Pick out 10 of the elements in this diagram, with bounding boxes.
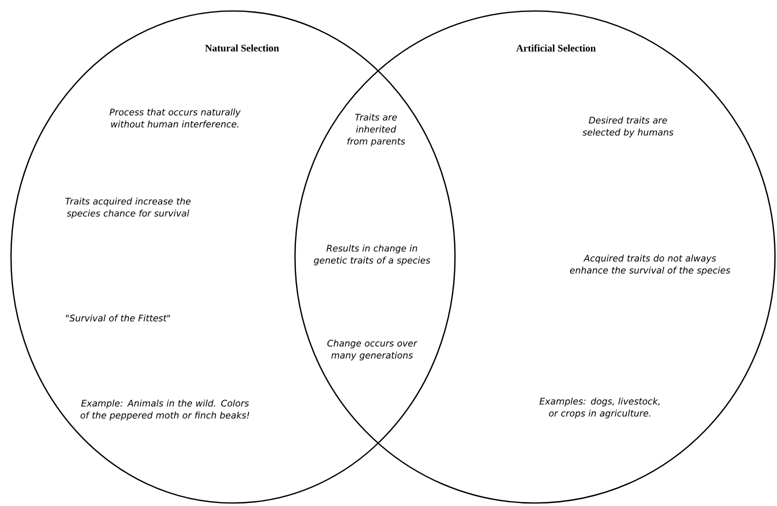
venn-text: "Survival of the Fittest" xyxy=(66,314,170,322)
venn-text: Traits acquired increase the species chance for survival xyxy=(65,198,191,218)
venn-text: Desired traits are selected by humans xyxy=(582,116,674,138)
venn-text: Examples: dogs, livestock, or crops in agriculture. xyxy=(540,398,660,418)
venn-text: Traits are inherited from parents xyxy=(347,114,406,146)
venn-text: Example: Animals in the wild. Colors of the peppered moth or finch beaks! xyxy=(80,400,250,420)
venn-text: Results in change in genetic traits of a species xyxy=(314,244,430,266)
venn-text: Process that occurs naturally without human interference. xyxy=(110,108,241,128)
venn-text: Change occurs over many generations xyxy=(327,340,418,360)
venn-text: Acquired traits do not always enhance the survival of the species xyxy=(570,254,730,276)
